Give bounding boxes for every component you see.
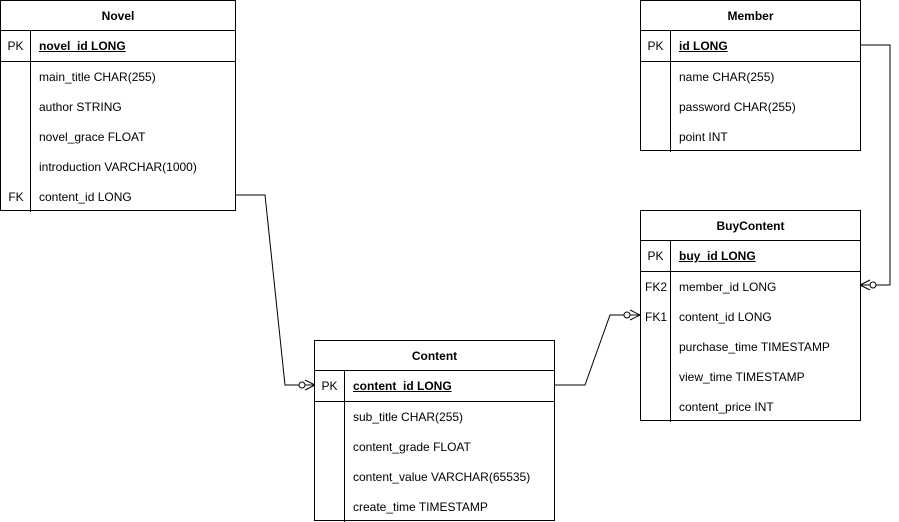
field-row[interactable]: FK2 member_id LONG [641,272,860,302]
field-row[interactable]: PK content_id LONG [315,371,554,401]
key-column: PK [315,371,345,401]
field-label: introduction VARCHAR(1000) [39,160,197,174]
connector-member-buycontent [860,44,891,286]
entity-title: Novel [1,1,235,31]
key-column [1,122,31,152]
key-column: PK [641,241,671,271]
entity-title: Content [315,341,554,371]
key-column [315,462,345,492]
field-row[interactable]: create_time TIMESTAMP [315,492,554,522]
field-row[interactable]: FK content_id LONG [1,182,235,212]
field-label: password CHAR(255) [679,100,796,114]
field-label: author STRING [39,100,122,114]
key-column: FK2 [641,272,671,302]
attribute-section: FK2 member_id LONG FK1 content_id LONG p… [641,272,860,422]
primary-key-section: PK novel_id LONG [1,31,235,62]
key-column [641,92,671,122]
key-label: FK2 [644,280,667,294]
primary-key-section: PK buy_id LONG [641,241,860,272]
field-row[interactable]: author STRING [1,92,235,122]
crows-foot-buycontent-member-end [859,279,877,291]
crows-foot-buycontent-content-end [623,309,641,321]
key-label: PK [321,379,338,393]
key-column [641,62,671,92]
key-column [641,122,671,152]
key-column [1,62,31,92]
field-label: member_id LONG [679,280,777,294]
field-row[interactable]: purchase_time TIMESTAMP [641,332,860,362]
key-column [1,92,31,122]
field-row[interactable]: view_time TIMESTAMP [641,362,860,392]
field-label: novel_grace FLOAT [39,130,146,144]
field-row[interactable]: sub_title CHAR(255) [315,402,554,432]
field-label: purchase_time TIMESTAMP [679,340,830,354]
field-label: buy_id LONG [679,249,756,263]
field-row[interactable]: FK1 content_id LONG [641,302,860,332]
field-label: novel_id LONG [39,39,126,53]
field-row[interactable]: content_grade FLOAT [315,432,554,462]
field-label: point INT [679,130,728,144]
entity-content[interactable]: Content PK content_id LONG sub_title CHA… [314,340,555,522]
key-label: FK1 [644,310,667,324]
entity-member[interactable]: Member PK id LONG name CHAR(255) passwor… [640,0,861,152]
field-row[interactable]: PK id LONG [641,31,860,61]
field-label: sub_title CHAR(255) [353,410,464,424]
field-row[interactable]: name CHAR(255) [641,62,860,92]
field-label: name CHAR(255) [679,70,775,84]
key-label: PK [647,39,664,53]
attribute-section: name CHAR(255) password CHAR(255) point … [641,62,860,152]
key-column [641,392,671,422]
entity-novel[interactable]: Novel PK novel_id LONG main_title CHAR(2… [0,0,236,212]
primary-key-section: PK id LONG [641,31,860,62]
field-row[interactable]: password CHAR(255) [641,92,860,122]
key-column [315,432,345,462]
key-label: PK [7,39,24,53]
key-column [315,402,345,432]
key-column: FK1 [641,302,671,332]
field-label: content_value VARCHAR(65535) [353,470,531,484]
key-label: FK [8,190,24,204]
field-row[interactable]: introduction VARCHAR(1000) [1,152,235,182]
crows-foot-content-novel-end [298,379,316,391]
entity-title: Member [641,1,860,31]
field-row[interactable]: content_value VARCHAR(65535) [315,462,554,492]
key-column: FK [1,182,31,212]
field-row[interactable]: main_title CHAR(255) [1,62,235,92]
field-label: main_title CHAR(255) [39,70,156,84]
key-column: PK [1,31,31,61]
field-label: create_time TIMESTAMP [353,500,488,514]
field-row[interactable]: point INT [641,122,860,152]
field-row[interactable]: PK novel_id LONG [1,31,235,61]
primary-key-section: PK content_id LONG [315,371,554,402]
key-column [315,492,345,522]
field-label: content_price INT [679,400,774,414]
entity-buycontent[interactable]: BuyContent PK buy_id LONG FK2 member_id … [640,210,861,422]
key-column [641,362,671,392]
attribute-section: main_title CHAR(255) author STRING novel… [1,62,235,212]
field-row[interactable]: content_price INT [641,392,860,422]
field-label: content_id LONG [679,310,772,324]
field-label: content_id LONG [39,190,132,204]
field-label: view_time TIMESTAMP [679,370,805,384]
field-label: content_id LONG [353,379,452,393]
key-column [641,332,671,362]
entity-title: BuyContent [641,211,860,241]
connector-novel-content [235,194,315,386]
key-label: PK [647,249,664,263]
connector-content-buycontent [555,314,640,386]
field-label: id LONG [679,39,728,53]
field-row[interactable]: novel_grace FLOAT [1,122,235,152]
field-row[interactable]: PK buy_id LONG [641,241,860,271]
key-column [1,152,31,182]
attribute-section: sub_title CHAR(255) content_grade FLOAT … [315,402,554,522]
key-column: PK [641,31,671,61]
field-label: content_grade FLOAT [353,440,471,454]
